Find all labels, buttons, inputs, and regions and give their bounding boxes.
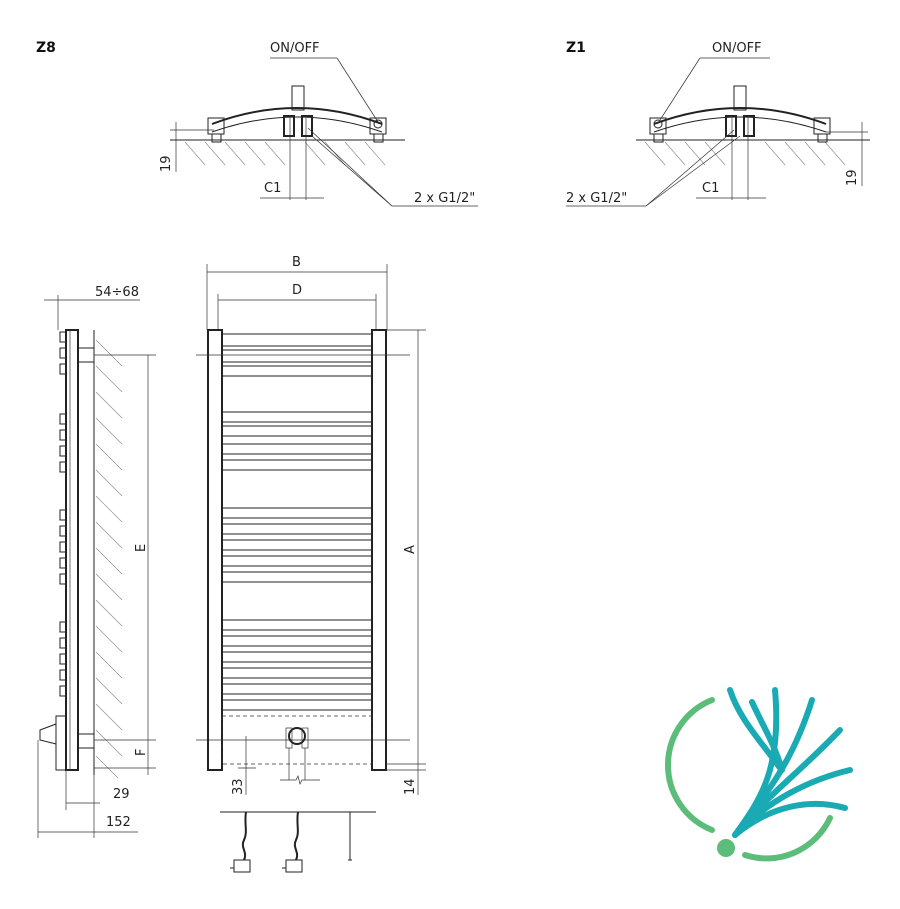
- plug-1-icon: [233, 859, 251, 873]
- z8-dim-c1: C1: [264, 181, 281, 196]
- plug-2-icon: [285, 859, 303, 873]
- logo-dot: [717, 839, 735, 857]
- z1-code: Z1: [566, 40, 586, 56]
- z1-connection-label: 2 x G1/2": [566, 191, 627, 206]
- dim-f: F: [134, 749, 149, 756]
- z8-switch-label: ON/OFF: [270, 41, 320, 56]
- logo-rays: [727, 687, 853, 838]
- dim-e: E: [134, 544, 149, 552]
- dim-a: A: [403, 545, 418, 554]
- front-right-tube: [371, 329, 387, 771]
- dim-wall-gap: 54÷68: [95, 285, 139, 300]
- front-valve-icon: [288, 727, 306, 745]
- z8-wall-hatch: [184, 141, 386, 166]
- z8-valve: [291, 85, 305, 111]
- z1-dim-19: 19: [845, 169, 860, 186]
- logo-arc-green: [664, 697, 715, 833]
- z8-connection-label: 2 x G1/2": [414, 191, 475, 206]
- z1-valve: [733, 85, 747, 111]
- z8-dim-19: 19: [159, 155, 174, 172]
- z1-dim-c1: C1: [702, 181, 719, 196]
- side-heater-element: [55, 715, 67, 771]
- side-view: 54÷68: [37, 285, 156, 838]
- dim-33: 33: [231, 778, 246, 795]
- side-radiator-profile: [65, 329, 79, 771]
- z8-radiator-curve: [211, 107, 383, 125]
- front-bars: [221, 333, 373, 711]
- dim-14: 14: [403, 778, 418, 795]
- dim-29: 29: [113, 787, 130, 802]
- z8-code: Z8: [36, 40, 56, 56]
- dim-d: D: [292, 283, 302, 298]
- side-wall-hatch: [95, 339, 123, 779]
- front-left-tube: [207, 329, 223, 771]
- cable-1: [241, 811, 247, 861]
- z1-radiator-curve: [653, 107, 827, 125]
- z1-switch-icon: [653, 119, 663, 129]
- cable-2: [293, 811, 299, 861]
- z1-top-view: Z1 ON/OFF 19 C1 2 x G1/2": [566, 40, 870, 207]
- logo-arc-green-bottom: [742, 815, 833, 862]
- dim-b: B: [292, 255, 301, 270]
- z8-top-view: Z8 ON/OFF 19 C1: [36, 40, 478, 207]
- dim-152: 152: [106, 815, 131, 830]
- cable-details: [220, 811, 376, 873]
- brand-logo: [664, 687, 853, 862]
- front-view: B D: [196, 255, 426, 795]
- z1-switch-label: ON/OFF: [712, 41, 762, 56]
- z1-wall-hatch: [644, 141, 846, 166]
- z8-switch-icon: [373, 119, 383, 129]
